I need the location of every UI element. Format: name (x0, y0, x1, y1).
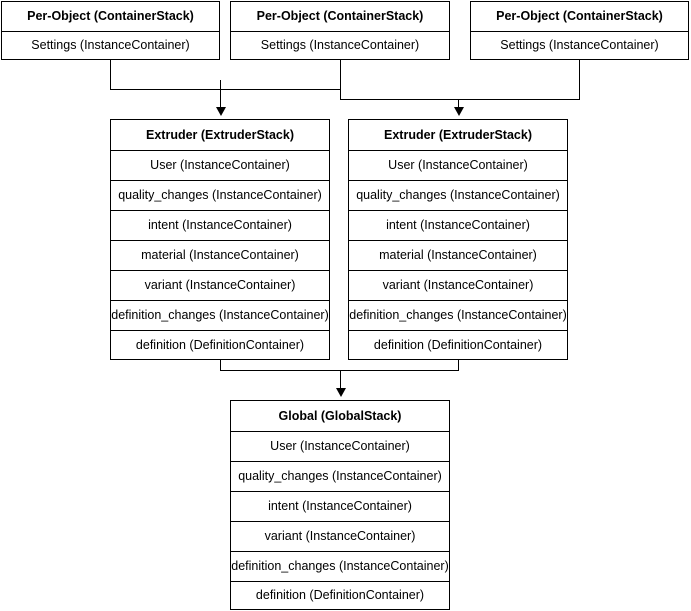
node-header: Global (GlobalStack) (231, 401, 449, 431)
node-row: User (InstanceContainer) (111, 150, 329, 180)
node-extruder-2[interactable]: Extruder (ExtruderStack) User (InstanceC… (348, 119, 568, 360)
node-header: Extruder (ExtruderStack) (111, 120, 329, 150)
node-row: definition (DefinitionContainer) (231, 581, 449, 609)
node-row: quality_changes (InstanceContainer) (349, 180, 567, 210)
edge-per-object-3-stem (579, 60, 580, 80)
edge-bracket-extruder-2 (340, 99, 580, 100)
arrowhead-extruder-1 (216, 107, 226, 116)
edge-extruder-2-arrow-stem (458, 99, 459, 109)
edge-extruder-2-stem (458, 360, 459, 370)
node-header: Per-Object (ContainerStack) (231, 2, 449, 31)
edge-bracket-extruder-2-left-drop (340, 80, 341, 100)
node-row: definition_changes (InstanceContainer) (349, 300, 567, 330)
node-per-object-1[interactable]: Per-Object (ContainerStack) Settings (In… (1, 1, 220, 60)
node-row: Settings (InstanceContainer) (2, 30, 219, 59)
edge-bracket-extruder-2-right-drop (579, 80, 580, 100)
edge-extruder-1-arrow-stem (220, 80, 221, 109)
node-row: definition (DefinitionContainer) (349, 330, 567, 359)
node-row: material (InstanceContainer) (111, 240, 329, 270)
node-row: quality_changes (InstanceContainer) (231, 461, 449, 491)
node-per-object-3[interactable]: Per-Object (ContainerStack) Settings (In… (470, 1, 689, 60)
node-extruder-1[interactable]: Extruder (ExtruderStack) User (InstanceC… (110, 119, 330, 360)
edge-bracket-global (220, 370, 459, 371)
arrowhead-extruder-2 (454, 107, 464, 116)
node-global-stack[interactable]: Global (GlobalStack) User (InstanceConta… (230, 400, 450, 610)
node-row: definition_changes (InstanceContainer) (231, 551, 449, 581)
node-row: User (InstanceContainer) (231, 431, 449, 461)
edge-per-object-2-stem (340, 60, 341, 80)
node-header: Per-Object (ContainerStack) (471, 2, 688, 31)
node-row: variant (InstanceContainer) (111, 270, 329, 300)
node-row: intent (InstanceContainer) (111, 210, 329, 240)
node-row: quality_changes (InstanceContainer) (111, 180, 329, 210)
arrowhead-global (336, 388, 346, 397)
node-row: variant (InstanceContainer) (231, 521, 449, 551)
node-row: definition (DefinitionContainer) (111, 330, 329, 359)
node-row: material (InstanceContainer) (349, 240, 567, 270)
node-row: User (InstanceContainer) (349, 150, 567, 180)
node-row: variant (InstanceContainer) (349, 270, 567, 300)
edge-per-object-1-stem (110, 60, 111, 80)
node-row: Settings (InstanceContainer) (231, 30, 449, 59)
node-header: Extruder (ExtruderStack) (349, 120, 567, 150)
node-per-object-2[interactable]: Per-Object (ContainerStack) Settings (In… (230, 1, 450, 60)
edge-extruder-1-stem (220, 360, 221, 370)
edge-bracket-extruder-1 (110, 89, 341, 90)
node-row: definition_changes (InstanceContainer) (111, 300, 329, 330)
node-row: Settings (InstanceContainer) (471, 30, 688, 59)
node-row: intent (InstanceContainer) (231, 491, 449, 521)
edge-global-arrow-stem (340, 370, 341, 391)
node-row: intent (InstanceContainer) (349, 210, 567, 240)
node-header: Per-Object (ContainerStack) (2, 2, 219, 31)
edge-bracket-extruder-1-left-drop (110, 80, 111, 90)
